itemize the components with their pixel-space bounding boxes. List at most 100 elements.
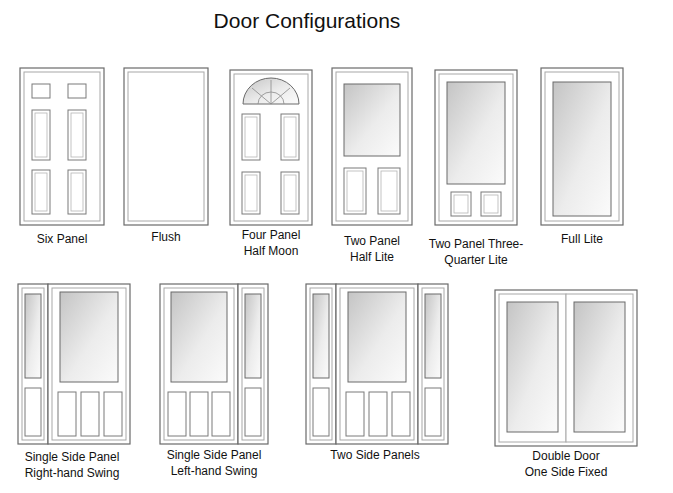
door-slab: [340, 288, 414, 440]
door-panel: [104, 392, 122, 436]
door-frame: [332, 68, 412, 225]
door-slab: [545, 72, 619, 221]
door-slab: [336, 72, 408, 221]
panel-bevel: [35, 173, 47, 211]
glass-lite: [507, 302, 558, 432]
door-frame: [435, 70, 517, 225]
door-panel: [369, 392, 387, 436]
flush-door: [124, 68, 208, 225]
panel-bevel: [71, 173, 83, 211]
sidelight-slab: [310, 288, 332, 440]
panel-bevel: [245, 175, 257, 211]
panel-bevel: [71, 113, 83, 157]
door-frame: [230, 70, 312, 225]
glass-lite: [574, 302, 625, 432]
door-frame: [124, 68, 208, 225]
door-panel: [313, 388, 329, 436]
door-panel: [245, 388, 261, 436]
door-panel: [281, 114, 299, 160]
door-slab: [52, 288, 126, 440]
door-panel: [190, 392, 208, 436]
door-caption: Four Panel Half Moon: [234, 227, 309, 259]
glass-lite: [553, 82, 611, 216]
door-slab: [164, 288, 234, 440]
glass-lite: [60, 292, 118, 382]
door-caption: Double Door One Side Fixed: [522, 448, 610, 480]
right-hand-sidelight-door: [18, 284, 130, 444]
glass-lite: [245, 294, 261, 378]
door-frame: [336, 284, 418, 444]
panel-bevel: [245, 117, 257, 157]
glass-lite: [348, 292, 406, 382]
panel-bevel: [484, 195, 498, 213]
door-slab: [234, 74, 308, 221]
panel-bevel: [35, 113, 47, 157]
door-panel: [212, 392, 230, 436]
panel-bevel: [454, 195, 468, 213]
half-moon-lite: [243, 78, 299, 104]
door-frame: [495, 290, 637, 446]
door-panel: [58, 392, 76, 436]
door-panel: [168, 392, 186, 436]
door-panel: [68, 170, 86, 214]
sidelight-frame: [238, 284, 268, 444]
door-slab: [499, 294, 566, 442]
door-panel: [68, 110, 86, 160]
door-caption: Two Side Panels: [315, 447, 435, 463]
door-caption: Two Panel Half Lite: [336, 233, 408, 265]
door-panel: [242, 114, 260, 160]
sidelight-frame: [306, 284, 336, 444]
door-caption: Single Side Panel Left-hand Swing: [158, 447, 270, 479]
half-moon-door: [230, 70, 312, 225]
door-panel: [378, 168, 400, 214]
door-frame: [48, 284, 130, 444]
double-door: [495, 290, 637, 446]
door-caption: Flush: [116, 229, 216, 245]
glass-lite: [313, 294, 329, 378]
three-quarter-lite-door: [435, 70, 517, 225]
door-panel: [81, 392, 99, 436]
door-panel: [344, 168, 366, 214]
sidelight-frame: [18, 284, 48, 444]
panel-bevel: [284, 175, 296, 211]
door-frame: [20, 68, 104, 225]
door-caption: Single Side Panel Right-hand Swing: [16, 449, 128, 481]
door-frame: [541, 68, 623, 225]
door-slab: [128, 72, 204, 221]
two-sidelight-door: [306, 284, 448, 444]
panel-bevel: [284, 117, 296, 157]
panel-bevel: [381, 171, 397, 211]
door-panel: [392, 392, 410, 436]
door-panel: [425, 388, 441, 436]
diagram-title: Door Configurations: [157, 8, 457, 34]
door-panel: [32, 84, 50, 98]
left-hand-sidelight-door: [160, 284, 268, 444]
door-caption: Two Panel Three-Quarter Lite: [421, 236, 531, 268]
door-panel: [281, 172, 299, 214]
glass-lite: [171, 292, 227, 382]
glass-lite: [344, 84, 400, 156]
sidelight-frame: [418, 284, 448, 444]
door-caption: Full Lite: [532, 231, 632, 247]
door-slab: [566, 294, 633, 442]
door-panel: [242, 172, 260, 214]
door-panel: [32, 110, 50, 160]
sidelight-slab: [22, 288, 44, 440]
half-moon-muntins: [252, 80, 290, 104]
door-panel: [68, 84, 86, 98]
glass-lite: [447, 82, 505, 184]
door-panel: [481, 192, 501, 216]
sidelight-slab: [422, 288, 444, 440]
door-slab: [439, 74, 513, 221]
door-caption: Six Panel: [12, 231, 112, 247]
door-panel: [25, 388, 41, 436]
half-lite-door: [332, 68, 412, 225]
full-lite-door: [541, 68, 623, 225]
glass-lite: [25, 294, 41, 378]
door-panel: [451, 192, 471, 216]
door-panel: [346, 392, 364, 436]
door-slab: [24, 72, 100, 221]
sidelight-slab: [242, 288, 264, 440]
